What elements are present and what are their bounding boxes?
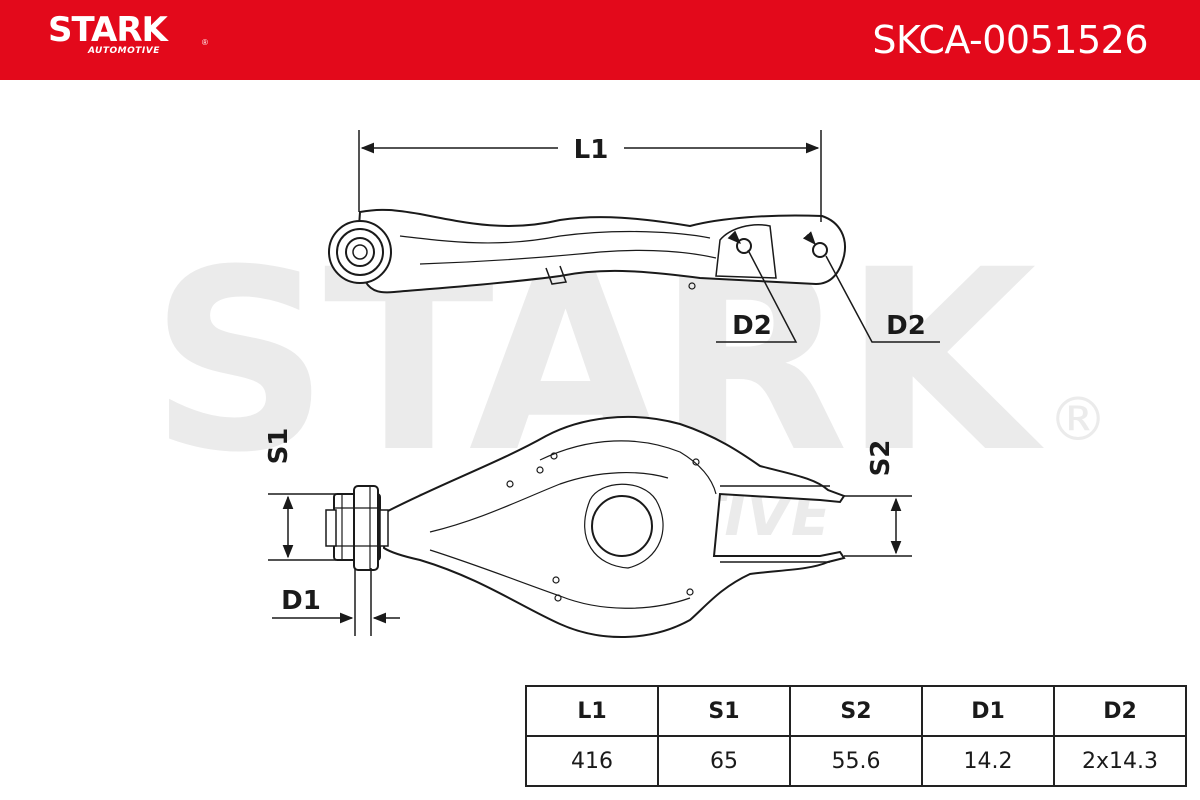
dimension-label-s2: S2 <box>866 440 896 477</box>
dimension-label-d1: D1 <box>281 586 321 616</box>
specs-header-d1: D1 <box>921 685 1055 737</box>
specs-value-s1: 65 <box>657 735 791 787</box>
specs-value-d2: 2x14.3 <box>1053 735 1187 787</box>
dimension-s1 <box>268 493 336 561</box>
specs-header-s2: S2 <box>789 685 923 737</box>
specs-value-d1: 14.2 <box>921 735 1055 787</box>
specs-table: L1 S1 S2 D1 D2 416 65 55.6 14.2 2x14.3 <box>525 685 1187 787</box>
dimension-label-s1: S1 <box>264 428 294 465</box>
dimension-label-l1: L1 <box>574 135 609 165</box>
specs-header-l1: L1 <box>525 685 659 737</box>
brand-registered-mark: ® <box>202 38 208 47</box>
dimension-l1 <box>358 130 822 222</box>
header-bar: STARK AUTOMOTIVE ® SKCA-0051526 <box>0 0 1200 80</box>
brand-tagline: AUTOMOTIVE <box>88 46 160 56</box>
brand-name: STARK <box>48 10 168 50</box>
specs-header-row: L1 S1 S2 D1 D2 <box>525 685 1187 737</box>
top-view-arm <box>325 415 846 638</box>
dimension-label-d2-left: D2 <box>732 311 772 341</box>
specs-value-row: 416 65 55.6 14.2 2x14.3 <box>525 735 1187 787</box>
dimension-d2-leaders <box>716 230 940 343</box>
specs-header-d2: D2 <box>1053 685 1187 737</box>
technical-drawing: STARK ® AUTOMOTIVE L1 D2 D2 <box>150 130 1108 638</box>
watermark-registered-mark: ® <box>1048 385 1108 455</box>
part-number: SKCA-0051526 <box>872 18 1148 62</box>
specs-value-s2: 55.6 <box>789 735 923 787</box>
dimension-s2 <box>844 495 912 557</box>
specs-header-s1: S1 <box>657 685 791 737</box>
brand-logo: STARK AUTOMOTIVE ® <box>48 10 208 56</box>
side-view-arm <box>328 208 846 294</box>
dimension-label-d2-right: D2 <box>886 311 926 341</box>
dimension-d1 <box>272 568 400 636</box>
specs-value-l1: 416 <box>525 735 659 787</box>
